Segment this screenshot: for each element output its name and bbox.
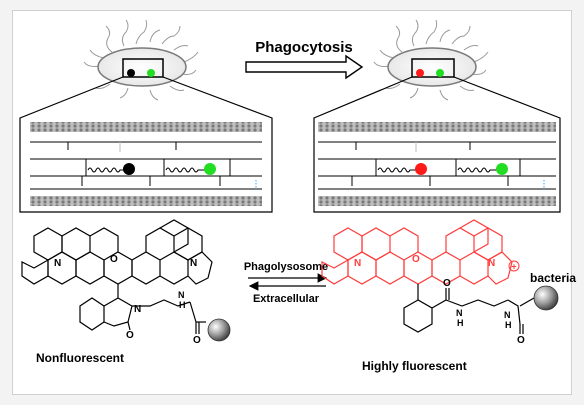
probe-dot-icon: [436, 69, 444, 77]
nonfluorescent-structure: [21, 219, 213, 334]
positive-charge-icon: [508, 260, 520, 272]
zoom-outline-left: [19, 76, 273, 213]
atom-o: O: [412, 254, 420, 265]
highly-fluorescent-caption: Highly fluorescent: [362, 359, 467, 373]
zoom-outline-right: [313, 76, 561, 213]
bacteria-sphere-icon: [207, 318, 231, 342]
phagolysosome-label: Phagolysosome: [244, 261, 328, 273]
flagella-icon: [83, 19, 199, 101]
probe-dot-icon: [496, 163, 508, 175]
atom-h: H: [457, 318, 464, 328]
atom-h: H: [179, 300, 186, 310]
atom-o: O: [126, 330, 134, 341]
phagocytosis-arrow: [245, 54, 364, 80]
charge-symbol: +: [511, 262, 516, 272]
atom-n: N: [54, 258, 61, 269]
bacterium-right: [373, 19, 489, 101]
benzamide-linker: [403, 284, 535, 334]
atom-o: O: [110, 254, 118, 265]
atom-n: N: [456, 308, 463, 318]
inner-membrane: [30, 196, 262, 206]
atom-n: N: [134, 304, 141, 315]
bacteria-sphere-icon: [533, 285, 559, 311]
atom-o: O: [443, 278, 451, 289]
cell-body-icon: [97, 47, 187, 87]
probe-dot-icon: [127, 69, 135, 77]
zoom-box: [122, 58, 164, 78]
membrane-panel-right: [318, 122, 556, 206]
probe-dot-icon: [123, 163, 135, 175]
atom-n: N: [488, 258, 495, 269]
atom-n: N: [354, 258, 361, 269]
atom-o: O: [193, 335, 201, 346]
bacterium-left: [83, 19, 199, 101]
probe-dot-icon: [415, 163, 427, 175]
equilibrium-arrows: [248, 273, 328, 291]
atom-n: N: [504, 310, 511, 320]
probe-dot-icon: [147, 69, 155, 77]
phagocytosis-label: Phagocytosis: [255, 39, 353, 56]
bacteria-label: bacteria: [530, 271, 576, 285]
zoom-box: [411, 58, 455, 78]
atom-o: O: [517, 335, 525, 346]
outer-membrane: [318, 122, 556, 132]
atom-h: H: [505, 320, 512, 330]
atom-n: N: [190, 258, 197, 269]
inner-membrane: [318, 196, 556, 206]
extracellular-label: Extracellular: [253, 293, 320, 305]
nonfluorescent-caption: Nonfluorescent: [36, 351, 124, 365]
probe-dot-icon: [416, 69, 424, 77]
fluorescent-structure: [321, 219, 513, 285]
outer-membrane: [30, 122, 262, 132]
atom-n: N: [178, 290, 185, 300]
probe-dot-icon: [204, 163, 216, 175]
membrane-panel-left: [30, 122, 262, 206]
